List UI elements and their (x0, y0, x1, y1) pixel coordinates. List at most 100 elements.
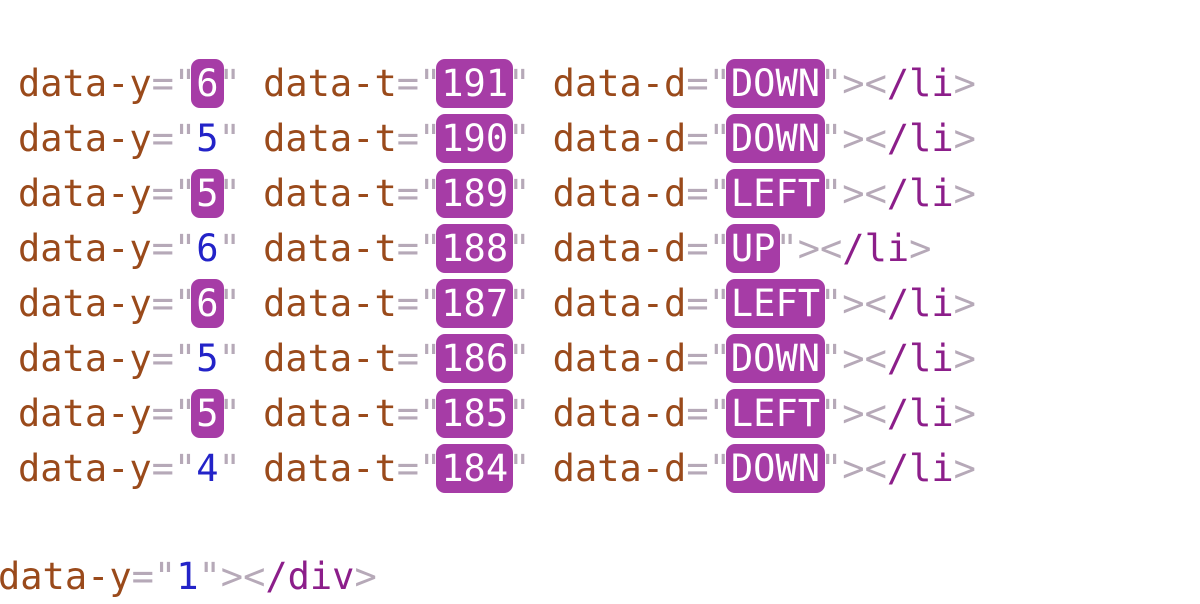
attribute-value-highlighted[interactable]: DOWN (725, 59, 825, 108)
dom-node-line[interactable]: data-y="6" data-t="191" data-d="DOWN"></… (18, 56, 1200, 111)
dom-node-line[interactable]: data-y="5" data-t="186" data-d="DOWN"></… (18, 331, 1200, 386)
attribute-value-highlighted[interactable]: LEFT (725, 389, 825, 438)
equals-open-quote: =" (686, 337, 731, 380)
attribute-name[interactable]: data-d (552, 392, 687, 435)
attribute-name[interactable]: data-t (263, 172, 397, 215)
tag-open-bracket: > (797, 227, 821, 270)
closing-tag-name[interactable]: /li (886, 392, 954, 435)
attribute-value-highlighted[interactable]: 6 (191, 59, 224, 108)
closing-tag-name[interactable]: /div (265, 555, 355, 598)
close-quote: " (820, 392, 843, 435)
attribute-name[interactable]: data-t (263, 337, 397, 380)
closing-tag-name[interactable]: /li (842, 227, 910, 270)
attribute-name[interactable]: data-y (18, 227, 152, 270)
equals-open-quote: =" (151, 282, 197, 325)
close-quote: " (508, 62, 531, 105)
attribute-name[interactable]: data-d (552, 447, 687, 490)
attribute-name[interactable]: data-y (18, 337, 152, 380)
attribute-value[interactable]: 6 (196, 227, 219, 270)
close-quote: " (218, 62, 241, 105)
closing-tag-name[interactable]: /li (886, 447, 954, 490)
closing-tag-name[interactable]: /li (886, 337, 954, 380)
attribute-value[interactable]: 5 (196, 337, 219, 380)
dom-node-line[interactable]: data-y="5" data-t="185" data-d="LEFT"></… (18, 386, 1200, 441)
attribute-value-highlighted[interactable]: LEFT (725, 169, 825, 218)
attribute-name[interactable]: data-d (552, 282, 687, 325)
attribute-name[interactable]: data-t (263, 447, 397, 490)
attribute-value-highlighted[interactable]: 186 (436, 334, 514, 383)
attribute-value-highlighted[interactable]: 187 (436, 279, 514, 328)
attribute-name[interactable]: data-d (552, 227, 687, 270)
equals-open-quote: =" (151, 337, 197, 380)
closing-tag-open-bracket: < (864, 447, 887, 490)
attribute-value[interactable]: 1 (176, 555, 199, 598)
attribute-name[interactable]: data-t (263, 62, 397, 105)
dom-node-line[interactable]: data-y="6" data-t="187" data-d="LEFT"></… (18, 276, 1200, 331)
equals-open-quote: =" (151, 227, 197, 270)
close-quote: " (820, 337, 843, 380)
attribute-name[interactable]: data-y (18, 392, 152, 435)
attribute-value-highlighted[interactable]: 5 (191, 169, 224, 218)
attribute-name[interactable]: data-y (18, 117, 152, 160)
attribute-name[interactable]: data-y (18, 282, 152, 325)
attribute-value-highlighted[interactable]: DOWN (725, 334, 825, 383)
closing-tag-name[interactable]: /li (886, 172, 954, 215)
close-quote: " (218, 282, 241, 325)
closing-tag-close-bracket: > (953, 62, 976, 105)
attribute-name[interactable]: data-d (552, 62, 687, 105)
closing-tag-close-bracket: > (953, 337, 976, 380)
close-quote: " (820, 172, 843, 215)
attribute-value[interactable]: 4 (196, 447, 219, 490)
attribute-value-highlighted[interactable]: 190 (436, 114, 514, 163)
closing-tag-close-bracket: > (953, 447, 976, 490)
closing-tag-close-bracket: > (354, 555, 377, 598)
attribute-value[interactable]: 5 (196, 117, 219, 160)
closing-tag-name[interactable]: /li (886, 117, 954, 160)
attribute-name[interactable]: data-t (263, 282, 397, 325)
dom-node-line-clipped[interactable]: data-y="1"></div> (0, 549, 1200, 604)
attribute-name[interactable]: data-d (552, 337, 687, 380)
attribute-value-highlighted[interactable]: 5 (191, 389, 224, 438)
equals-open-quote: =" (396, 62, 442, 105)
attribute-name[interactable]: data-t (263, 392, 397, 435)
dom-node-line[interactable]: data-y="4" data-t="184" data-d="DOWN"></… (18, 441, 1200, 496)
equals-open-quote: =" (151, 447, 197, 490)
attribute-name[interactable]: data-y (18, 172, 152, 215)
equals-open-quote: =" (151, 172, 197, 215)
equals-open-quote: =" (686, 172, 731, 215)
attribute-value-highlighted[interactable]: 185 (436, 389, 514, 438)
attribute-value-highlighted[interactable]: UP (725, 224, 781, 273)
attribute-value-highlighted[interactable]: 6 (191, 279, 224, 328)
attribute-value-highlighted[interactable]: DOWN (725, 114, 825, 163)
closing-tag-name[interactable]: /li (886, 62, 954, 105)
equals-open-quote: =" (396, 337, 442, 380)
attribute-name[interactable]: data-t (263, 117, 397, 160)
dom-node-line[interactable]: data-y="5" data-t="190" data-d="DOWN"></… (18, 111, 1200, 166)
attribute-name[interactable]: data-y (18, 447, 152, 490)
close-quote: " (820, 117, 843, 160)
attribute-value-highlighted[interactable]: 189 (436, 169, 514, 218)
attribute-value-highlighted[interactable]: DOWN (725, 444, 825, 493)
attribute-value-highlighted[interactable]: 191 (436, 59, 514, 108)
closing-tag-open-bracket: < (864, 337, 887, 380)
closing-tag-name[interactable]: /li (886, 282, 954, 325)
equals-open-quote: =" (686, 62, 731, 105)
close-quote: " (820, 282, 843, 325)
attribute-name[interactable]: data-d (552, 172, 687, 215)
attribute-value-highlighted[interactable]: 184 (436, 444, 514, 493)
dom-node-line[interactable]: data-y="6" data-t="188" data-d="UP"></li… (18, 221, 1200, 276)
attribute-value-highlighted[interactable]: 188 (436, 224, 514, 273)
dom-node-line[interactable]: data-y="5" data-t="189" data-d="LEFT"></… (18, 166, 1200, 221)
attribute-value-highlighted[interactable]: LEFT (725, 279, 825, 328)
equals-open-quote: =" (396, 117, 442, 160)
equals-open-quote: =" (686, 447, 731, 490)
attribute-name[interactable]: data-d (552, 117, 687, 160)
tag-open-bracket: > (842, 282, 865, 325)
equals-open-quote: =" (686, 117, 731, 160)
attribute-name[interactable]: data-t (263, 227, 397, 270)
closing-tag-open-bracket: < (820, 227, 843, 270)
attribute-name[interactable]: data-y (18, 62, 152, 105)
tag-open-bracket: > (842, 172, 865, 215)
close-quote: " (508, 227, 531, 270)
attribute-name[interactable]: data-y (0, 555, 132, 598)
